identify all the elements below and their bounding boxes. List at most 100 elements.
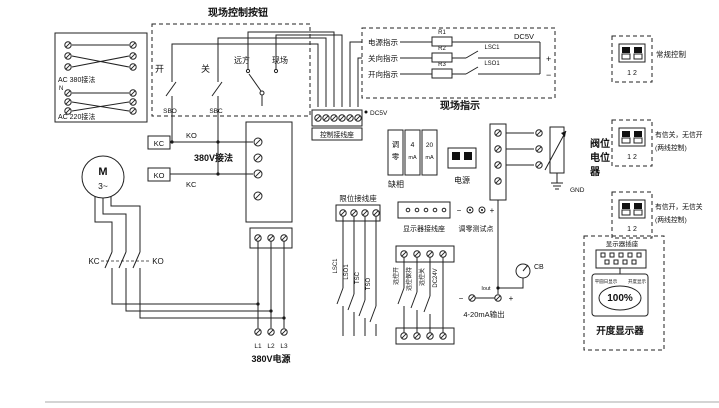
label-normal-control: 常规控制 bbox=[656, 49, 686, 59]
ground-symbol bbox=[551, 182, 563, 190]
label-kc-contact: KC bbox=[88, 257, 99, 266]
resistor-r3 bbox=[431, 68, 453, 79]
field-control-wires bbox=[170, 31, 343, 176]
dip-switch-two-wire-1: 1 2 有信关，无信开 (两线控制) bbox=[611, 119, 703, 167]
label-valve-pot-1: 阀位 bbox=[590, 137, 610, 150]
label-zero-adjust-2: 零 bbox=[392, 152, 400, 161]
label-zero-test: 调零测试点 bbox=[459, 224, 494, 233]
label-ac220: AC 220接法 bbox=[58, 112, 95, 121]
output-plus: + bbox=[509, 294, 514, 303]
label-sbc: SBC bbox=[209, 108, 223, 115]
plus-sign: + bbox=[546, 54, 551, 64]
label-lsc1-switch: LSC1 bbox=[333, 258, 339, 274]
opening-display-unit: 显示器插座 平圆日显示 开度显示 100% 开度显示器 bbox=[583, 235, 665, 351]
label-zero-adjust-1: 调 bbox=[392, 140, 400, 149]
dip2-pin-numbers: 1 2 bbox=[627, 154, 637, 161]
label-control-strip: 控制接线座 bbox=[320, 130, 354, 139]
dip-switch-icon bbox=[618, 127, 646, 147]
label-open-indication: 开向指示 bbox=[368, 69, 398, 79]
resistor-r2 bbox=[431, 52, 453, 63]
label-opening-display: 开度显示器 bbox=[596, 325, 644, 337]
label-remote: 远方 bbox=[234, 55, 250, 65]
label-lsc1: LSC1 bbox=[484, 45, 500, 51]
dip1-pin-numbers: 1 2 bbox=[627, 70, 637, 77]
power-connection-box: AC 380接法 N AC 220接法 bbox=[54, 32, 148, 123]
display-socket bbox=[595, 249, 647, 269]
label-dc5v-strip: DC5V bbox=[370, 110, 388, 117]
zero-test-minus: − bbox=[457, 206, 462, 215]
label-r1: R1 bbox=[438, 30, 446, 36]
label-display-socket: 显示器插座 bbox=[606, 239, 639, 248]
label-two-wire-2b: (两线控制) bbox=[655, 215, 687, 224]
label-sbo: SBO bbox=[163, 108, 177, 115]
contactor-contacts: KC KO bbox=[88, 196, 286, 320]
label-two-wire-1b: (两线控制) bbox=[655, 143, 687, 152]
zero-test-points: − + 调零测试点 bbox=[457, 206, 495, 233]
label-display-tiny-left: 平圆日显示 bbox=[595, 279, 618, 285]
sbc-pushbutton bbox=[211, 74, 223, 106]
label-phase-loss: 缺相 bbox=[388, 179, 404, 189]
label-380v-wiring: 380V接法 bbox=[194, 152, 233, 163]
arrow-head bbox=[561, 131, 566, 137]
motor-phase: 3~ bbox=[98, 181, 108, 191]
label-4ma-1: 4 bbox=[411, 142, 415, 149]
field-indication-title: 现场指示 bbox=[440, 99, 480, 112]
label-cb: CB bbox=[534, 264, 544, 271]
label-gnd: GND bbox=[570, 187, 585, 194]
resistor-r1 bbox=[431, 36, 453, 47]
minus-sign: − bbox=[546, 70, 551, 80]
field-control-box: 现场控制按钮 开 关 SBO SBC 远方 现场 bbox=[151, 6, 343, 176]
label-remote-hold: 远控保持 bbox=[405, 267, 413, 291]
label-two-wire-1a: 有信关，无信开 bbox=[655, 130, 703, 139]
signal-terminal-strip bbox=[489, 123, 507, 294]
label-valve-pot-2: 电位 bbox=[590, 151, 610, 164]
power-dip-box bbox=[447, 147, 477, 169]
selector-switch bbox=[245, 68, 279, 106]
label-l3: L3 bbox=[280, 343, 288, 350]
display-body bbox=[591, 273, 649, 317]
current-output: − + Iout CB 4-20mA输出 bbox=[459, 263, 544, 319]
label-tso-switch: TSO bbox=[366, 278, 372, 291]
label-20ma-1: 20 bbox=[426, 142, 434, 149]
label-lso1: LSO1 bbox=[484, 61, 500, 67]
display-value: 100% bbox=[607, 293, 633, 304]
dip-switch-icon bbox=[618, 43, 646, 63]
sbo-pushbutton bbox=[165, 74, 177, 106]
dip3-pin-numbers: 1 2 bbox=[627, 226, 637, 233]
label-close: 关 bbox=[201, 63, 210, 74]
adjust-modules: 调 零 4 mA 20 mA 缺相 电源 bbox=[387, 129, 477, 189]
label-ko-contact: KO bbox=[152, 257, 164, 266]
label-power-indication: 电源指示 bbox=[368, 37, 398, 47]
motor: M 3~ bbox=[81, 155, 125, 199]
label-close-indication: 关向指示 bbox=[368, 53, 398, 63]
zero-test-plus: + bbox=[490, 206, 495, 215]
valve-potentiometer: GND 阀位 电位 器 bbox=[506, 126, 610, 194]
label-tsc-switch: TSC bbox=[355, 271, 361, 284]
limit-terminal-strip: 限位接线座 LSC1 LSO1 TSC TSO bbox=[333, 193, 381, 336]
field-control-title: 现场控制按钮 bbox=[208, 6, 268, 19]
label-ko-aux: KO bbox=[186, 131, 197, 140]
label-ko-coil: KO bbox=[154, 171, 165, 180]
label-remote-close: 远控关 bbox=[418, 268, 426, 286]
remote-control-terminals: 远控开 远控保持 远控关 DC24V bbox=[392, 245, 455, 345]
motor-letter: M bbox=[98, 166, 107, 178]
label-ac380: AC 380接法 bbox=[58, 75, 95, 84]
output-minus: − bbox=[459, 294, 464, 303]
label-380v-power: 380V电源 bbox=[251, 353, 290, 364]
dip-switch-normal-control: 1 2 常规控制 bbox=[611, 35, 686, 83]
label-limit-strip: 限位接线座 bbox=[339, 193, 377, 203]
label-two-wire-2a: 有信开，无信关 bbox=[655, 202, 703, 211]
power-input: L1 L2 L3 380V电源 bbox=[249, 227, 293, 364]
label-local: 现场 bbox=[272, 56, 288, 65]
label-4ma-2: mA bbox=[408, 155, 417, 161]
label-dc24v: DC24V bbox=[433, 268, 439, 287]
label-r3: R3 bbox=[438, 62, 446, 68]
label-lso1-switch: LSO1 bbox=[344, 264, 350, 280]
field-indication-box: 现场指示 电源指示 关向指示 开向指示 R1 R2 R3 LSC1 LSO1 D… bbox=[349, 27, 556, 112]
control-terminal-block bbox=[245, 121, 293, 223]
label-iout: Iout bbox=[481, 286, 491, 292]
label-valve-pot-3: 器 bbox=[589, 166, 601, 178]
label-420ma-output: 4-20mA输出 bbox=[463, 309, 504, 319]
label-r2: R2 bbox=[438, 46, 446, 52]
